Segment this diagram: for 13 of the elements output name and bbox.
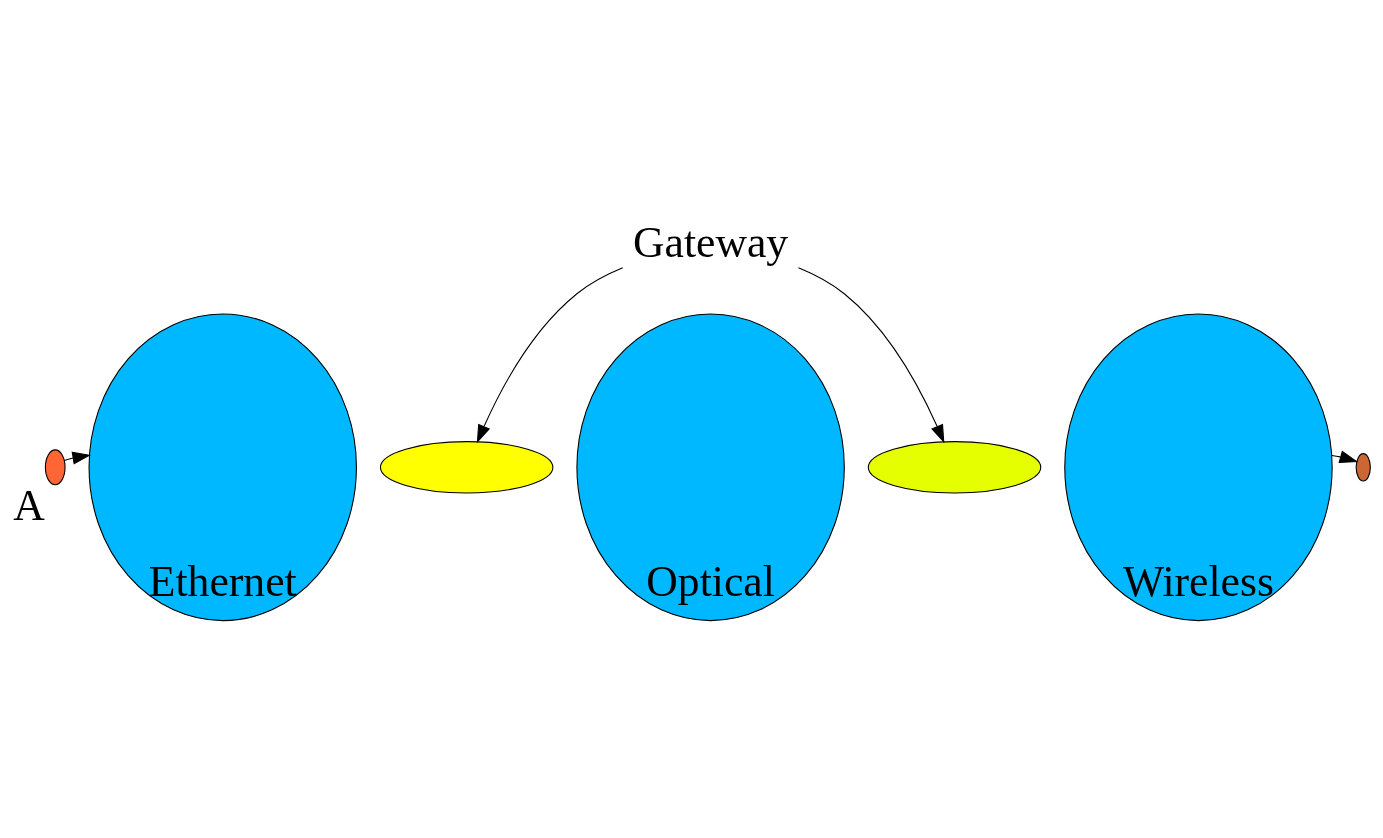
arrow	[476, 267, 624, 444]
node-ellipse	[1355, 453, 1371, 482]
node-ellipse	[379, 441, 554, 494]
node-ellipse	[44, 449, 66, 486]
arrow	[1331, 450, 1359, 464]
arrow	[63, 451, 91, 465]
node-text: Gateway	[633, 217, 789, 266]
node-ellipse	[867, 441, 1042, 494]
arrow	[797, 267, 945, 444]
node-ellipse: Ethernet	[88, 313, 357, 622]
node-ellipse: Optical	[576, 313, 845, 622]
node-label: A	[13, 480, 45, 529]
node-ellipse: Wireless	[1064, 313, 1333, 622]
